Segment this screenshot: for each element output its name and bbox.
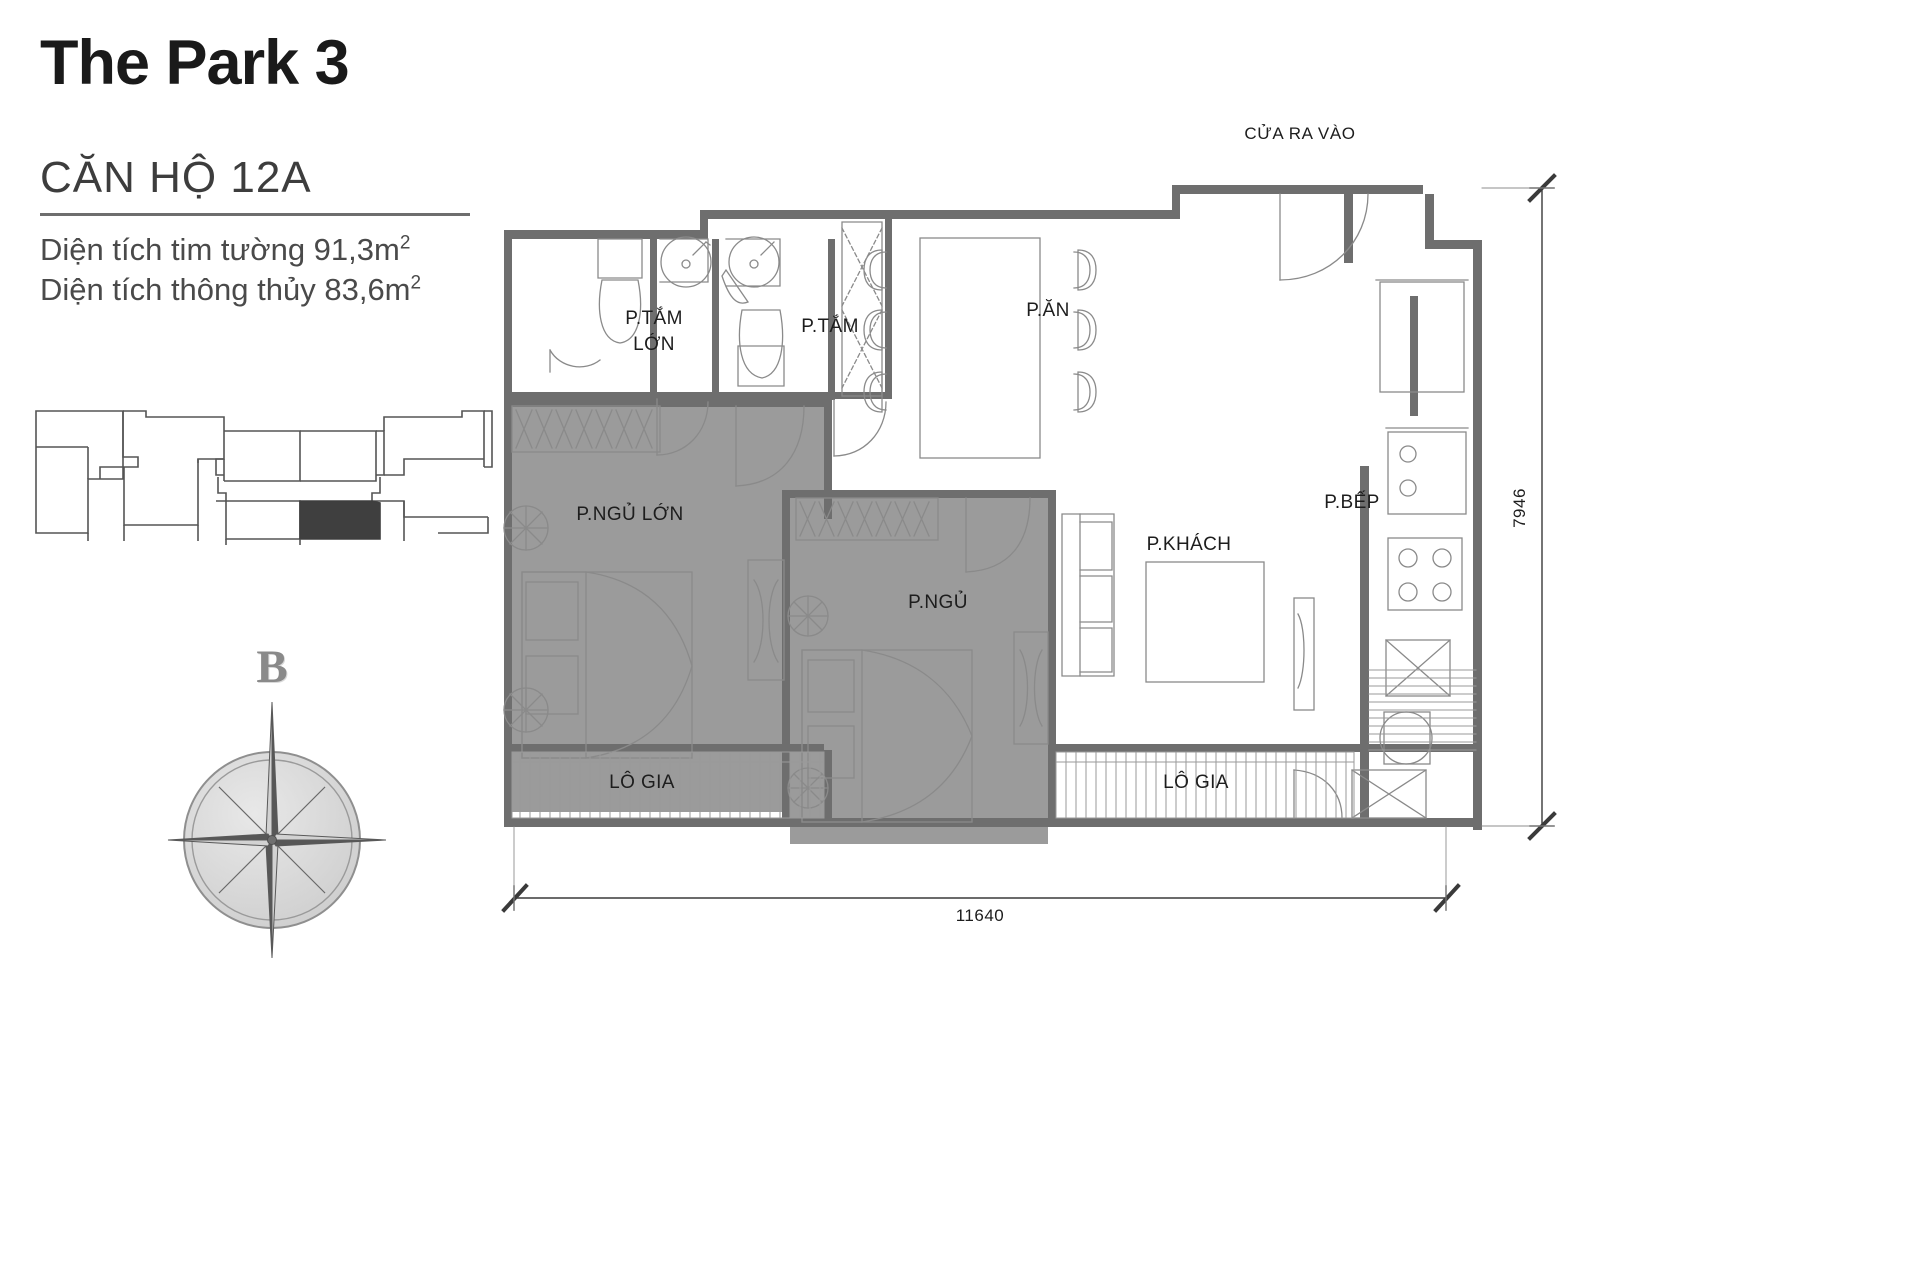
unit-title: CĂN HỘ 12A: [40, 153, 312, 203]
area-net-text: Diện tích thông thủy 83,6m: [40, 272, 411, 308]
building-key-plan: [28, 405, 498, 545]
room-label-dining-room: P.ĂN: [1026, 300, 1070, 321]
room-label-kitchen: P.BẾP: [1324, 492, 1380, 513]
area-gross-superscript: 2: [399, 232, 411, 254]
compass-rose: B: [150, 640, 410, 960]
room-label-master-bathroom-line2: LỚN: [633, 333, 675, 355]
room-label-master-bedroom: P.NGỦ LỚN: [576, 504, 684, 525]
area-net-superscript: 2: [410, 273, 422, 295]
apartment-floor-plan: CỬA RA VÀO P.TẮM LỚN P.TẮM P.ĂN P.NGỦ LỚ…: [490, 110, 1910, 970]
dimension-lines: [501, 173, 1557, 913]
entrance-label: CỬA RA VÀO: [1244, 124, 1356, 143]
compass-north-letter: B: [256, 641, 288, 693]
area-gross-text: Diện tích tim tường 91,3m: [40, 231, 400, 267]
balcony-hatching: [511, 669, 1477, 819]
key-plan-svg: [35, 410, 493, 545]
page-title: The Park 3: [40, 28, 350, 98]
floor-plan-svg: [501, 173, 1557, 913]
dimension-width-label: 11640: [955, 906, 1005, 925]
info-panel: The Park 3 CĂN HỘ 12A Diện tích tim tườn…: [40, 30, 620, 311]
room-label-living-room: P.KHÁCH: [1146, 534, 1232, 555]
title-divider: [40, 212, 470, 216]
compass-svg: [167, 701, 387, 959]
room-label-bathroom: P.TẮM: [801, 316, 859, 337]
area-gross: Diện tích tim tường 91,3m2: [40, 230, 620, 271]
room-label-master-bathroom: P.TẮM LỚN: [625, 306, 683, 357]
room-label-bedroom: P.NGỦ: [908, 592, 968, 613]
room-label-master-bathroom-line1: P.TẮM: [625, 308, 683, 329]
room-label-balcony-right: LÔ GIA: [1163, 772, 1229, 793]
walls: [504, 185, 1482, 830]
room-label-balcony-left: LÔ GIA: [609, 772, 675, 793]
area-net: Diện tích thông thủy 83,6m2: [40, 270, 620, 311]
dimension-height-label: 7946: [1510, 488, 1529, 528]
